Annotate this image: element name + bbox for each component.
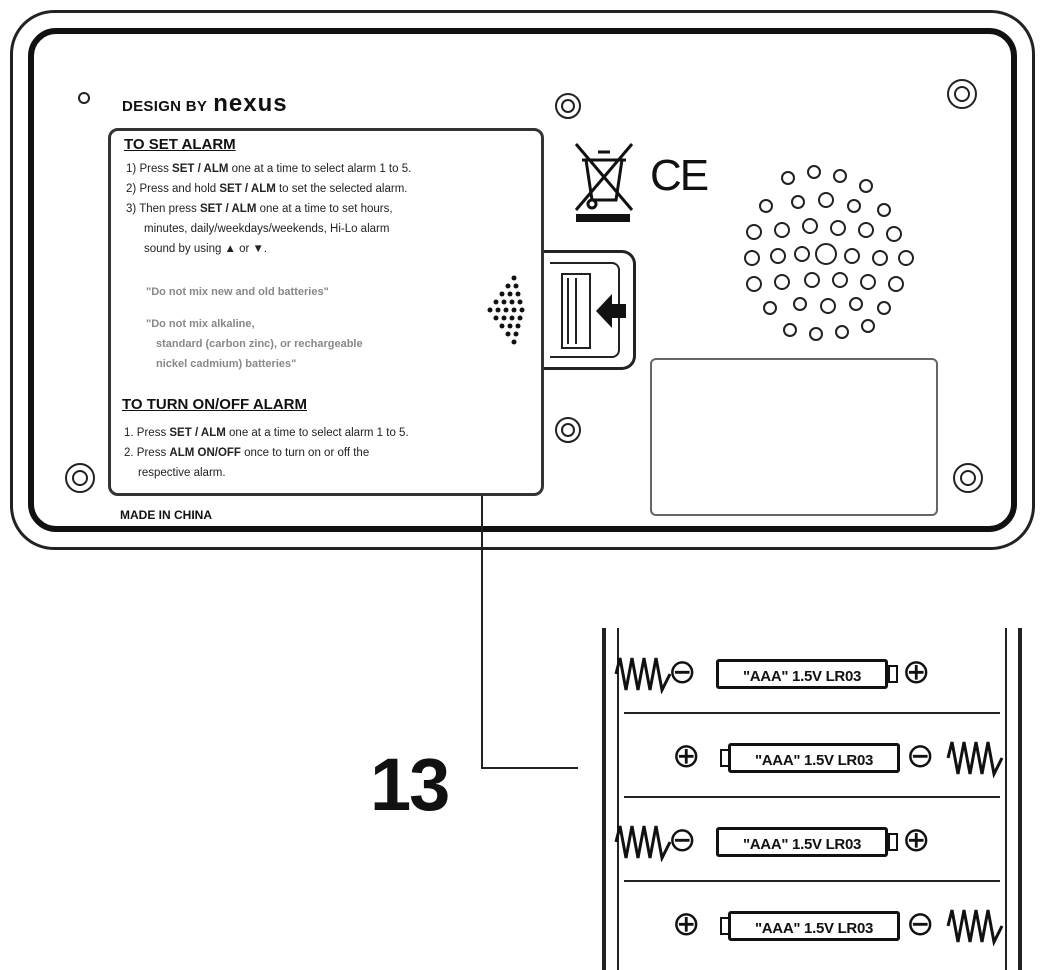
- battery-holder-rails: [617, 628, 1007, 970]
- push-arrow-icon: [596, 294, 626, 328]
- battery-cap: [720, 917, 730, 935]
- battery-label: "AAA" 1.5V LR03: [716, 659, 888, 689]
- turn-on-off-step-2: 2. Press ALM ON/OFF once to turn on or o…: [124, 447, 370, 459]
- turn-on-off-step-2-cont: respective alarm.: [138, 467, 226, 479]
- battery-warning-2-line-1: "Do not mix alkaline,: [146, 318, 255, 330]
- callout-number: 13: [370, 743, 450, 826]
- screw-icon: [953, 463, 983, 493]
- device-outer-shell: [10, 10, 1035, 550]
- device-back-panel: [28, 28, 1017, 532]
- latch-detail: [561, 273, 626, 349]
- screw-icon: [65, 463, 95, 493]
- battery-spring-icon: [614, 657, 672, 694]
- speaker-grille: [744, 165, 914, 341]
- battery-cap: [888, 665, 898, 683]
- screw-icon: [555, 93, 581, 119]
- callout-leader-line: [481, 496, 578, 769]
- label-sticker-area: [650, 358, 938, 516]
- battery-cap: [720, 749, 730, 767]
- battery-warning-2-line-3: nickel cadmium) batteries": [156, 358, 297, 370]
- negative-terminal-icon: ⊖: [906, 905, 935, 943]
- set-alarm-step-3-cont-1: minutes, daily/weekdays/weekends, Hi-Lo …: [144, 223, 390, 235]
- screw-icon: [555, 417, 581, 443]
- set-alarm-step-3: 3) Then press SET / ALM one at a time to…: [126, 203, 393, 215]
- battery-label: "AAA" 1.5V LR03: [728, 743, 900, 773]
- slot-divider: [624, 796, 1000, 798]
- battery-spring-icon: [946, 741, 1004, 778]
- slot-divider: [624, 712, 1000, 714]
- battery-label: "AAA" 1.5V LR03: [716, 827, 888, 857]
- turn-on-off-title: TO TURN ON/OFF ALARM: [122, 396, 307, 413]
- brand-prefix: DESIGN BY: [122, 98, 208, 115]
- nexus-logo: nexus: [213, 90, 288, 117]
- battery-cap: [888, 833, 898, 851]
- slot-divider: [624, 880, 1000, 882]
- ce-mark: CE: [650, 151, 709, 200]
- crossed-out-wheelie-bin-icon: [574, 143, 634, 222]
- set-alarm-step-3-cont-2: sound by using ▲ or ▼.: [144, 243, 268, 255]
- battery-warning-1: "Do not mix new and old batteries": [146, 286, 329, 298]
- positive-terminal-icon: ⊕: [902, 653, 931, 691]
- positive-terminal-icon: ⊕: [902, 821, 931, 859]
- made-in-label: MADE IN CHINA: [120, 508, 212, 522]
- screw-holes: [65, 79, 983, 493]
- brand-text: DESIGN BY nexus: [122, 90, 288, 118]
- set-alarm-step-1: 1) Press SET / ALM one at a time to sele…: [126, 163, 412, 175]
- positive-terminal-icon: ⊕: [672, 737, 701, 775]
- positive-terminal-icon: ⊕: [672, 905, 701, 943]
- set-alarm-title: TO SET ALARM: [124, 136, 236, 153]
- set-alarm-step-2: 2) Press and hold SET / ALM to set the s…: [126, 183, 408, 195]
- negative-terminal-icon: ⊖: [668, 653, 697, 691]
- battery-spring-icon: [946, 909, 1004, 946]
- negative-terminal-icon: ⊖: [668, 821, 697, 859]
- turn-on-off-step-1: 1. Press SET / ALM one at a time to sele…: [124, 427, 409, 439]
- battery-cover-latch[interactable]: [540, 250, 636, 370]
- screw-hole-icon: [78, 92, 90, 104]
- battery-cover[interactable]: [108, 128, 544, 496]
- cover-grip-dots: [487, 275, 525, 345]
- negative-terminal-icon: ⊖: [906, 737, 935, 775]
- battery-spring-icon: [614, 825, 672, 862]
- screw-icon: [947, 79, 977, 109]
- battery-compartment: [602, 628, 1022, 970]
- battery-warning-2-line-2: standard (carbon zinc), or rechargeable: [156, 338, 363, 350]
- battery-label: "AAA" 1.5V LR03: [728, 911, 900, 941]
